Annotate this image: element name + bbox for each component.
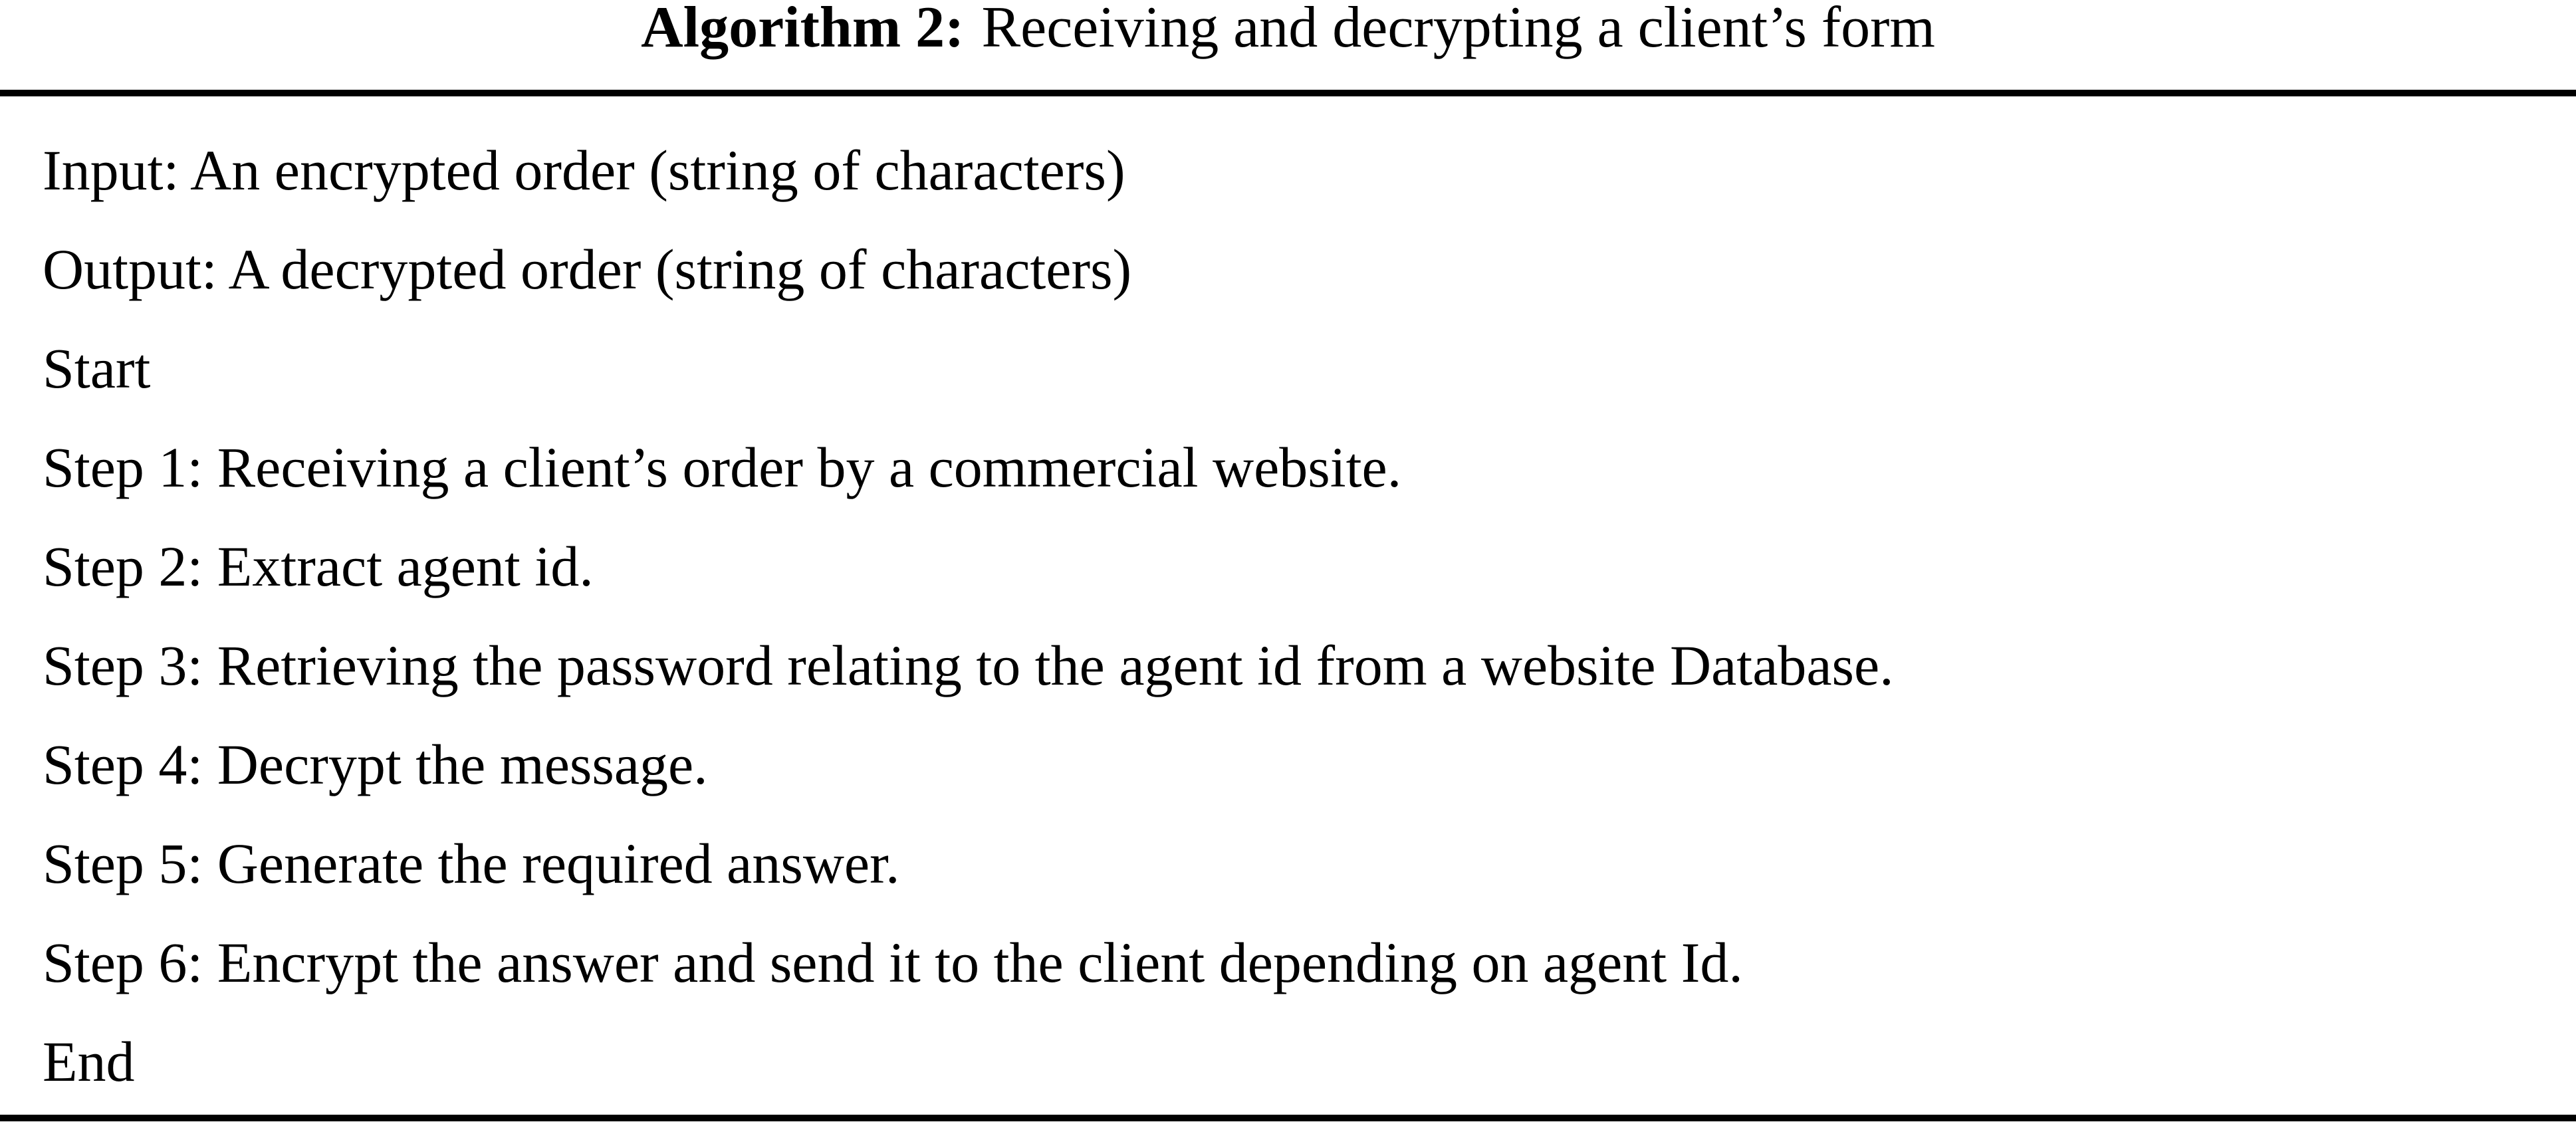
algo-input-line: Input: An encrypted order (string of cha… — [43, 138, 1125, 202]
algorithm-body: Input: An encrypted order (string of cha… — [43, 121, 1894, 1111]
top-rule — [0, 90, 2576, 96]
algo-step-6-line: Step 6: Encrypt the answer and send it t… — [43, 931, 1743, 994]
algo-start-line: Start — [43, 336, 151, 400]
algorithm-title-text: Receiving and decrypting a client’s form — [981, 0, 1935, 60]
bottom-rule — [0, 1115, 2576, 1121]
algo-step-3-line: Step 3: Retrieving the password relating… — [43, 633, 1894, 697]
algorithm-title-label: Algorithm 2: — [641, 0, 965, 60]
algo-step-1-line: Step 1: Receiving a client’s order by a … — [43, 435, 1402, 499]
algo-step-5-line: Step 5: Generate the required answer. — [43, 832, 900, 895]
algo-step-2-line: Step 2: Extract agent id. — [43, 534, 594, 598]
algo-step-4-line: Step 4: Decrypt the message. — [43, 732, 708, 796]
algo-end-line: End — [43, 1030, 135, 1093]
algorithm-title: Algorithm 2: Receiving and decrypting a c… — [0, 0, 2576, 61]
algo-output-line: Output: A decrypted order (string of cha… — [43, 237, 1132, 301]
